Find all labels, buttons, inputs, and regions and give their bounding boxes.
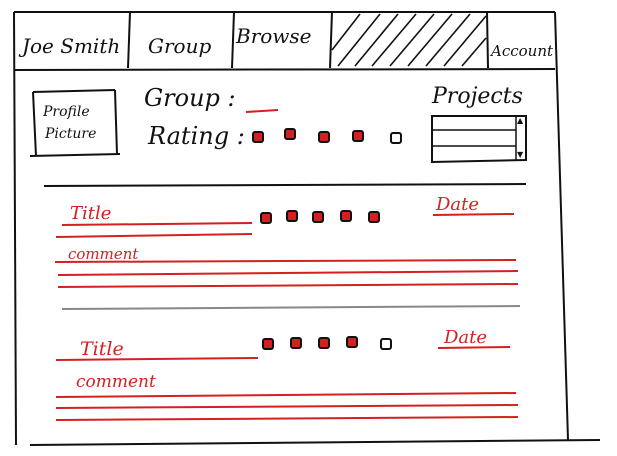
nav-empty-hatched (332, 12, 487, 68)
nav-tab-account[interactable]: Account (491, 42, 554, 60)
projects-scrollbar[interactable]: ▲ ▼ (516, 116, 526, 162)
rating-box (312, 211, 324, 223)
nav-bar: Joe Smith Group Browse Account (14, 12, 555, 70)
rating-box (284, 128, 296, 140)
review-rating (262, 336, 402, 352)
review-date: Date (436, 194, 480, 215)
projects-list-item[interactable] (432, 146, 516, 162)
review-comment: comment (76, 372, 156, 392)
profile-picture-label-1: Profile (43, 104, 90, 120)
rating-box (352, 130, 364, 142)
profile-rating (252, 128, 412, 148)
nav-tab-group[interactable]: Group (148, 34, 212, 58)
rating-box (260, 212, 272, 224)
review-title[interactable]: Title (80, 338, 124, 360)
profile-picture-label-2: Picture (45, 126, 97, 142)
nav-tab-browse[interactable]: Browse (236, 24, 312, 48)
profile-picture: Profile Picture (35, 92, 117, 154)
rating-label: Rating : (148, 122, 245, 150)
rating-box (318, 131, 330, 143)
review-date: Date (444, 327, 488, 348)
group-label: Group : (144, 84, 236, 112)
rating-box (340, 210, 352, 222)
nav-user-name[interactable]: Joe Smith (22, 34, 121, 58)
review-item: Title Date comment (56, 320, 526, 424)
rating-box (390, 132, 402, 144)
rating-box (380, 338, 392, 350)
projects-listbox[interactable]: ▲ ▼ (432, 116, 526, 162)
review-title[interactable]: Title (70, 203, 112, 224)
rating-box (290, 337, 302, 349)
rating-box (318, 337, 330, 349)
scroll-up-icon[interactable]: ▲ (517, 116, 524, 125)
projects-label: Projects (432, 84, 523, 109)
scroll-down-icon[interactable]: ▼ (517, 150, 524, 159)
projects-list-item[interactable] (432, 116, 516, 130)
rating-box (252, 131, 264, 143)
rating-box (262, 338, 274, 350)
review-rating (260, 210, 390, 226)
review-comment: comment (68, 245, 139, 263)
rating-box (368, 211, 380, 223)
projects-list-item[interactable] (432, 130, 516, 146)
rating-box (286, 210, 298, 222)
review-item: Title Date comment (56, 190, 526, 290)
rating-box (346, 336, 358, 348)
